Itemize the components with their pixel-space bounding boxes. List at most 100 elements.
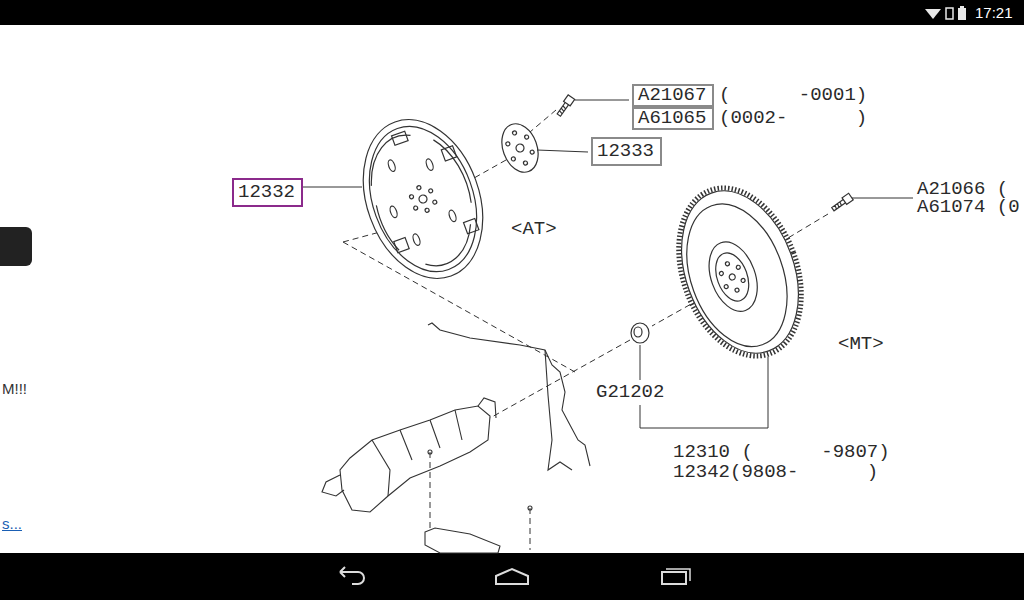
part-number: 12310 ( -9807) (673, 443, 890, 462)
flywheel-bolt-hole (719, 271, 724, 276)
assembly-line (430, 452, 431, 530)
drive-plate-bolt-hole (425, 208, 430, 213)
plate-hole (515, 143, 525, 153)
sim-icon (946, 8, 953, 19)
assembly-line (490, 340, 630, 418)
flywheel-center (728, 273, 736, 281)
home-icon (496, 569, 528, 584)
part-number: 12332 (238, 183, 297, 202)
drive-plate-bolt-hole (432, 200, 437, 205)
part-number: A61074 (0 (917, 198, 1020, 217)
part-number: 12333 (597, 142, 656, 161)
flywheel-bolt-hole (734, 288, 739, 293)
bolt-thread (832, 200, 846, 211)
flywheel-bolt-hole (724, 284, 729, 289)
plate-hole (523, 160, 528, 165)
drive-plate-rim (342, 103, 503, 295)
part-number: G21202 (596, 383, 664, 402)
drive-plate-bolt-hole (409, 194, 414, 199)
crank-flange (478, 398, 496, 418)
drive-plate (342, 103, 503, 295)
drive-plate-hole (412, 233, 422, 246)
variant-tag: <MT> (838, 335, 884, 354)
plate-hole (505, 141, 510, 146)
leader-line (640, 345, 641, 380)
bolt (556, 95, 575, 118)
flywheel-bolt-hole (736, 265, 741, 270)
leader-line (575, 100, 629, 101)
drive-plate-bolt-hole (428, 188, 433, 193)
crank-nose (322, 475, 344, 496)
battery-icon (958, 8, 966, 20)
engine-sketch (322, 323, 590, 553)
plate-hole (530, 150, 535, 155)
plate-hole (512, 130, 517, 135)
wifi-icon (925, 9, 941, 19)
part-number: A21067 (638, 86, 708, 105)
assembly-line (530, 508, 531, 550)
engine-outline (428, 323, 590, 466)
bushing-outer (631, 323, 649, 343)
flywheel-bolt-hole (725, 261, 730, 266)
leader-lines (300, 100, 913, 428)
drive-plate-bolt-hole (416, 185, 421, 190)
leader-line (852, 198, 913, 199)
flywheel-rim (661, 175, 820, 370)
dowel (428, 450, 432, 454)
bushing-inner (634, 327, 642, 337)
bolt (831, 193, 854, 212)
drive-plate-tab (394, 237, 409, 252)
drive-plate-hole (387, 159, 397, 172)
dowel (528, 506, 532, 510)
battery-tip (960, 6, 964, 8)
ring-gear (657, 171, 824, 373)
flywheel-bolt-hole (741, 278, 746, 283)
assembly-line (530, 110, 556, 132)
navigation-bar (0, 553, 1024, 600)
bolt-head (564, 95, 575, 106)
drive-plate-bolt-hole (413, 205, 418, 210)
leader-line (300, 187, 362, 188)
part-number-box: 12333 (591, 137, 662, 166)
drive-plate-hole (389, 205, 399, 218)
flywheel-face (668, 190, 805, 361)
drive-plate-ring (356, 120, 490, 280)
link-fragment: s... (2, 515, 22, 532)
flywheel-hub (700, 235, 766, 318)
page-fragment: M!!! (2, 380, 27, 397)
part-number-box: A61065 (632, 107, 714, 130)
clock: 17:21 (975, 4, 1013, 21)
pilot-bushing (631, 323, 649, 343)
date-range: (0002- ) (719, 109, 867, 128)
drive-plate-face (350, 111, 495, 286)
side-button (0, 227, 32, 266)
recents-icon (662, 572, 686, 584)
drive-plate-hub (418, 194, 428, 204)
plate-outline (495, 119, 544, 178)
bolt-thread (557, 102, 568, 116)
plate-hole (511, 156, 516, 161)
variant-tag: <AT> (511, 220, 557, 239)
plate-hole (524, 134, 529, 139)
part-number: A21066 ( (917, 180, 1008, 199)
engine-wire (545, 350, 572, 470)
flywheel-hub-inner (710, 248, 755, 305)
recents-icon (666, 569, 690, 581)
back-icon (340, 567, 364, 584)
drive-plate-tab (441, 146, 456, 161)
crank-web (372, 410, 462, 496)
drive-plate-hole (448, 209, 458, 222)
flywheel (657, 171, 824, 373)
part-number-box: 12332 (232, 178, 303, 207)
date-range: ( -0001) (719, 86, 867, 105)
assembly-line (343, 232, 380, 242)
status-bar (0, 0, 1024, 25)
part-number: 12342(9808- ) (673, 463, 878, 482)
part-number: A61065 (638, 109, 708, 128)
drive-plate-tab (464, 218, 479, 233)
drive-plate-tab (392, 131, 409, 145)
bolt-head (842, 193, 853, 204)
